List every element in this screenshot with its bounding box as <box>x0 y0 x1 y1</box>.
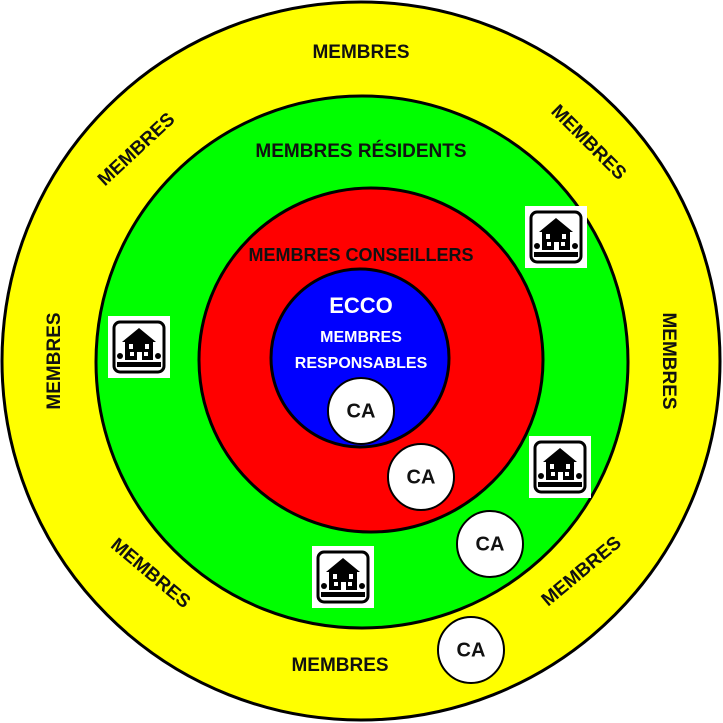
house-icon <box>527 434 593 500</box>
house-icon <box>310 544 376 610</box>
svg-text:CA: CA <box>407 466 436 488</box>
label-membres-conseillers: MEMBRES CONSEILLERS <box>248 245 473 265</box>
label-membres-residents: MEMBRES RÉSIDENTS <box>255 140 466 162</box>
label-membres-top: MEMBRES <box>312 42 409 63</box>
core-ecco <box>269 267 451 449</box>
core-title: ECCO <box>329 293 393 318</box>
house-icon <box>523 204 589 270</box>
ca-badge: CA <box>437 616 505 684</box>
svg-text:CA: CA <box>457 639 486 661</box>
label-membres-right: MEMBRES <box>658 312 679 409</box>
svg-text:CA: CA <box>476 533 505 555</box>
label-membres-bottom: MEMBRES <box>291 655 388 676</box>
svg-text:CA: CA <box>347 400 376 422</box>
ca-badge: CA <box>327 377 395 445</box>
core-line2: RESPONSABLES <box>295 355 428 372</box>
label-membres-left: MEMBRES <box>44 312 65 409</box>
ca-badge: CA <box>387 443 455 511</box>
ca-badge: CA <box>456 510 524 578</box>
core-line1: MEMBRES <box>320 329 402 346</box>
house-icon <box>106 314 172 380</box>
